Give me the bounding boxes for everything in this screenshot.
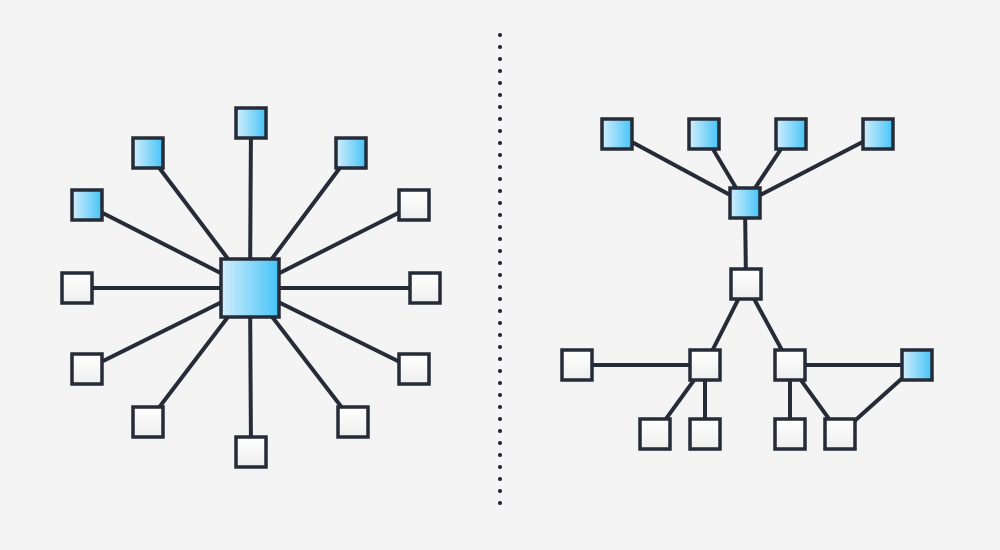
edge-t-hub-to-t-top-1 <box>615 132 747 205</box>
node-s-top <box>234 106 268 140</box>
star-network <box>60 106 442 469</box>
node-t-top-4 <box>861 117 895 151</box>
node-s-right-bottom <box>397 352 431 386</box>
node-hub <box>219 257 281 319</box>
node-t-mid <box>729 267 763 301</box>
node-t-top-1 <box>600 117 634 151</box>
node-s-lower-left <box>131 405 165 439</box>
node-s-upper-right <box>334 136 368 170</box>
node-s-right <box>408 271 442 305</box>
node-t-top-3 <box>774 117 808 151</box>
node-t-leaf-1 <box>638 417 672 451</box>
edge-t-hub-to-t-top-4 <box>743 132 880 205</box>
node-t-leaf-4 <box>823 417 857 451</box>
node-t-top-2 <box>687 117 721 151</box>
node-s-lower-right <box>336 405 370 439</box>
node-s-left-bottom <box>70 352 104 386</box>
node-s-upper-left <box>131 136 165 170</box>
node-s-left-top <box>70 188 104 222</box>
node-t-far-left <box>560 348 594 382</box>
node-s-left <box>60 271 94 305</box>
node-s-right-top <box>397 188 431 222</box>
tree-network-nodes <box>560 117 934 451</box>
node-t-left-branch <box>688 348 722 382</box>
node-t-leaf-3 <box>773 417 807 451</box>
star-network-nodes <box>60 106 442 469</box>
node-t-far-right <box>900 348 934 382</box>
node-s-bottom <box>234 435 268 469</box>
node-t-hub <box>728 186 762 220</box>
node-t-leaf-2 <box>688 417 722 451</box>
tree-network <box>560 117 934 451</box>
node-t-right-branch <box>773 348 807 382</box>
